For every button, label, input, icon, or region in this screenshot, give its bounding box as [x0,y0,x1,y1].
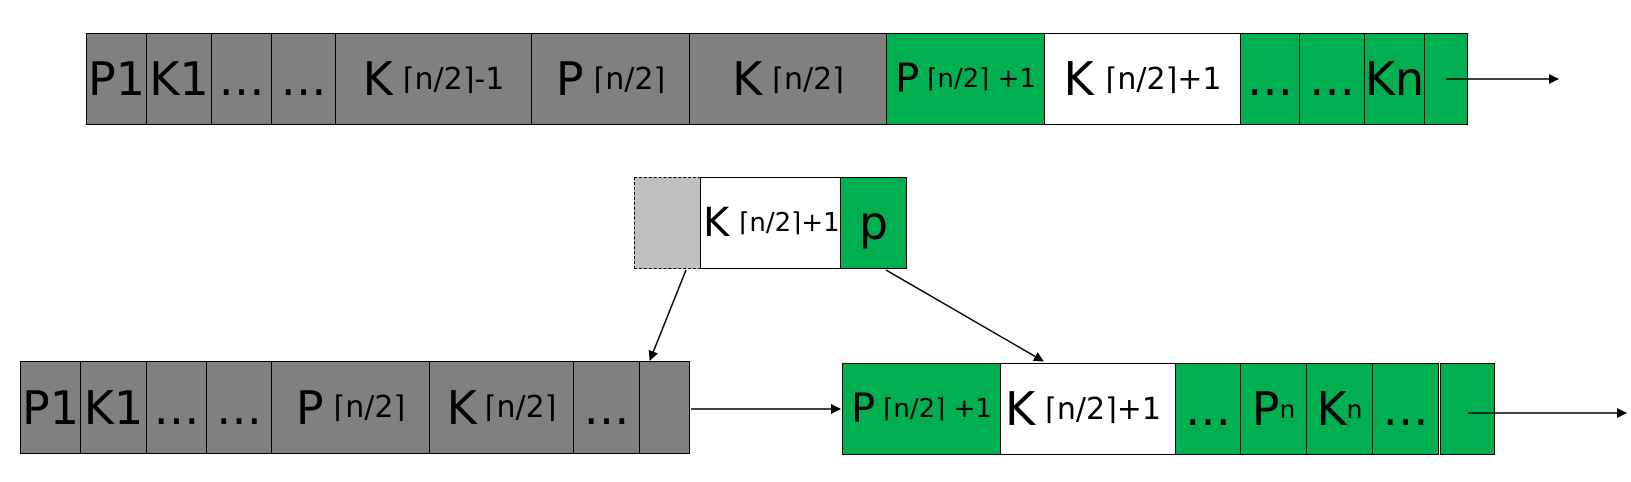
pointer-cell-p1: P1 [86,33,147,125]
ellipsis-cell: … [1372,363,1439,455]
cell-label: K1 [83,380,144,435]
cell-label: P1 [21,380,79,435]
cell-label: K [732,52,763,106]
cell-subscript: ⌈n/2⌉ [333,390,406,425]
cell-subscript: ⌈n/2⌉+1 [1105,61,1222,97]
cell-label: … [1185,382,1231,436]
cell-label: K [446,380,477,435]
cell-label: … [280,52,327,106]
cell-label: … [1382,382,1429,436]
ellipsis-cell: … [1175,363,1241,455]
cell-label: P [895,56,920,102]
key-cell-k-ceil-n-half-minus-1: K⌈n/2⌉-1 [335,33,532,125]
key-cell-kn: Kn [1364,33,1425,125]
ellipsis-cell: … [206,361,272,454]
cell-label: … [1309,52,1355,106]
separator-to-right-arrow [885,269,1044,362]
cell-label: … [218,52,265,106]
cell-subscript: ⌈n/2⌉+1 [739,208,840,238]
key-cell-k-ceil-n-half-plus-1: K ⌈n/2⌉+1 [1044,33,1241,125]
cell-label: K [1316,382,1347,436]
cell-label: p [858,196,889,250]
next-pointer-cell [1440,363,1495,455]
cell-label: … [1247,52,1293,106]
key-cell-k1: K1 [146,33,212,125]
cell-label: P [555,52,584,106]
key-cell-k-ceil-n-half: K⌈n/2⌉ [429,361,574,454]
cell-subscript: ⌈n/2⌉+1 [1045,391,1162,427]
cell-label: P1 [87,52,145,106]
cell-subscript: ⌈n/2⌉ [593,61,666,97]
cell-label: K [703,200,730,246]
cell-subscript: n [1346,394,1363,424]
key-cell-k-ceil-n-half: K⌈n/2⌉ [689,33,887,125]
pointer-cell-p-ceil-n-half: P⌈n/2⌉ [531,33,690,125]
cell-subscript: ⌈n/2⌉ [484,390,557,425]
cell-subscript: ⌈n/2⌉-1 [402,61,505,97]
cell-label: … [216,380,262,435]
cell-label: P [1251,382,1280,436]
next-pointer-cell [639,361,690,454]
separator-key-cell: K ⌈n/2⌉+1 [700,177,841,269]
cell-label: P [851,386,876,432]
cell-subscript: ⌈n/2⌉ [772,61,844,97]
cell-label: K [362,52,393,106]
pointer-cell-p-ceil-n-half-plus-1: P⌈n/2⌉ +1 [842,363,1001,455]
ellipsis-cell: … [1240,33,1300,125]
pointer-cell-p: p [840,177,907,269]
cell-label: P [295,380,324,435]
ellipsis-cell: … [573,361,640,454]
ellipsis-cell: … [211,33,272,125]
cell-label: K [1005,382,1036,436]
pointer-cell-p1: P1 [20,361,81,454]
cell-subscript: n [1279,394,1296,424]
pointer-cell-p-ceil-n-half: P ⌈n/2⌉ [271,361,430,454]
ellipsis-cell: … [271,33,336,125]
cell-label: Kn [1364,52,1425,106]
cell-label: … [583,380,630,435]
pointer-cell-p-ceil-n-half-plus-1: P⌈n/2⌉ +1 [886,33,1045,125]
separator-to-left-arrow [648,269,687,361]
cell-label: K1 [149,52,209,106]
ellipsis-cell: … [146,361,207,454]
cell-label: … [153,380,200,435]
cell-subscript: ⌈n/2⌉ +1 [883,394,992,424]
cell-subscript: ⌈n/2⌉ +1 [927,64,1036,94]
key-cell-k1: K1 [80,361,147,454]
cell-label: K [1063,52,1094,106]
